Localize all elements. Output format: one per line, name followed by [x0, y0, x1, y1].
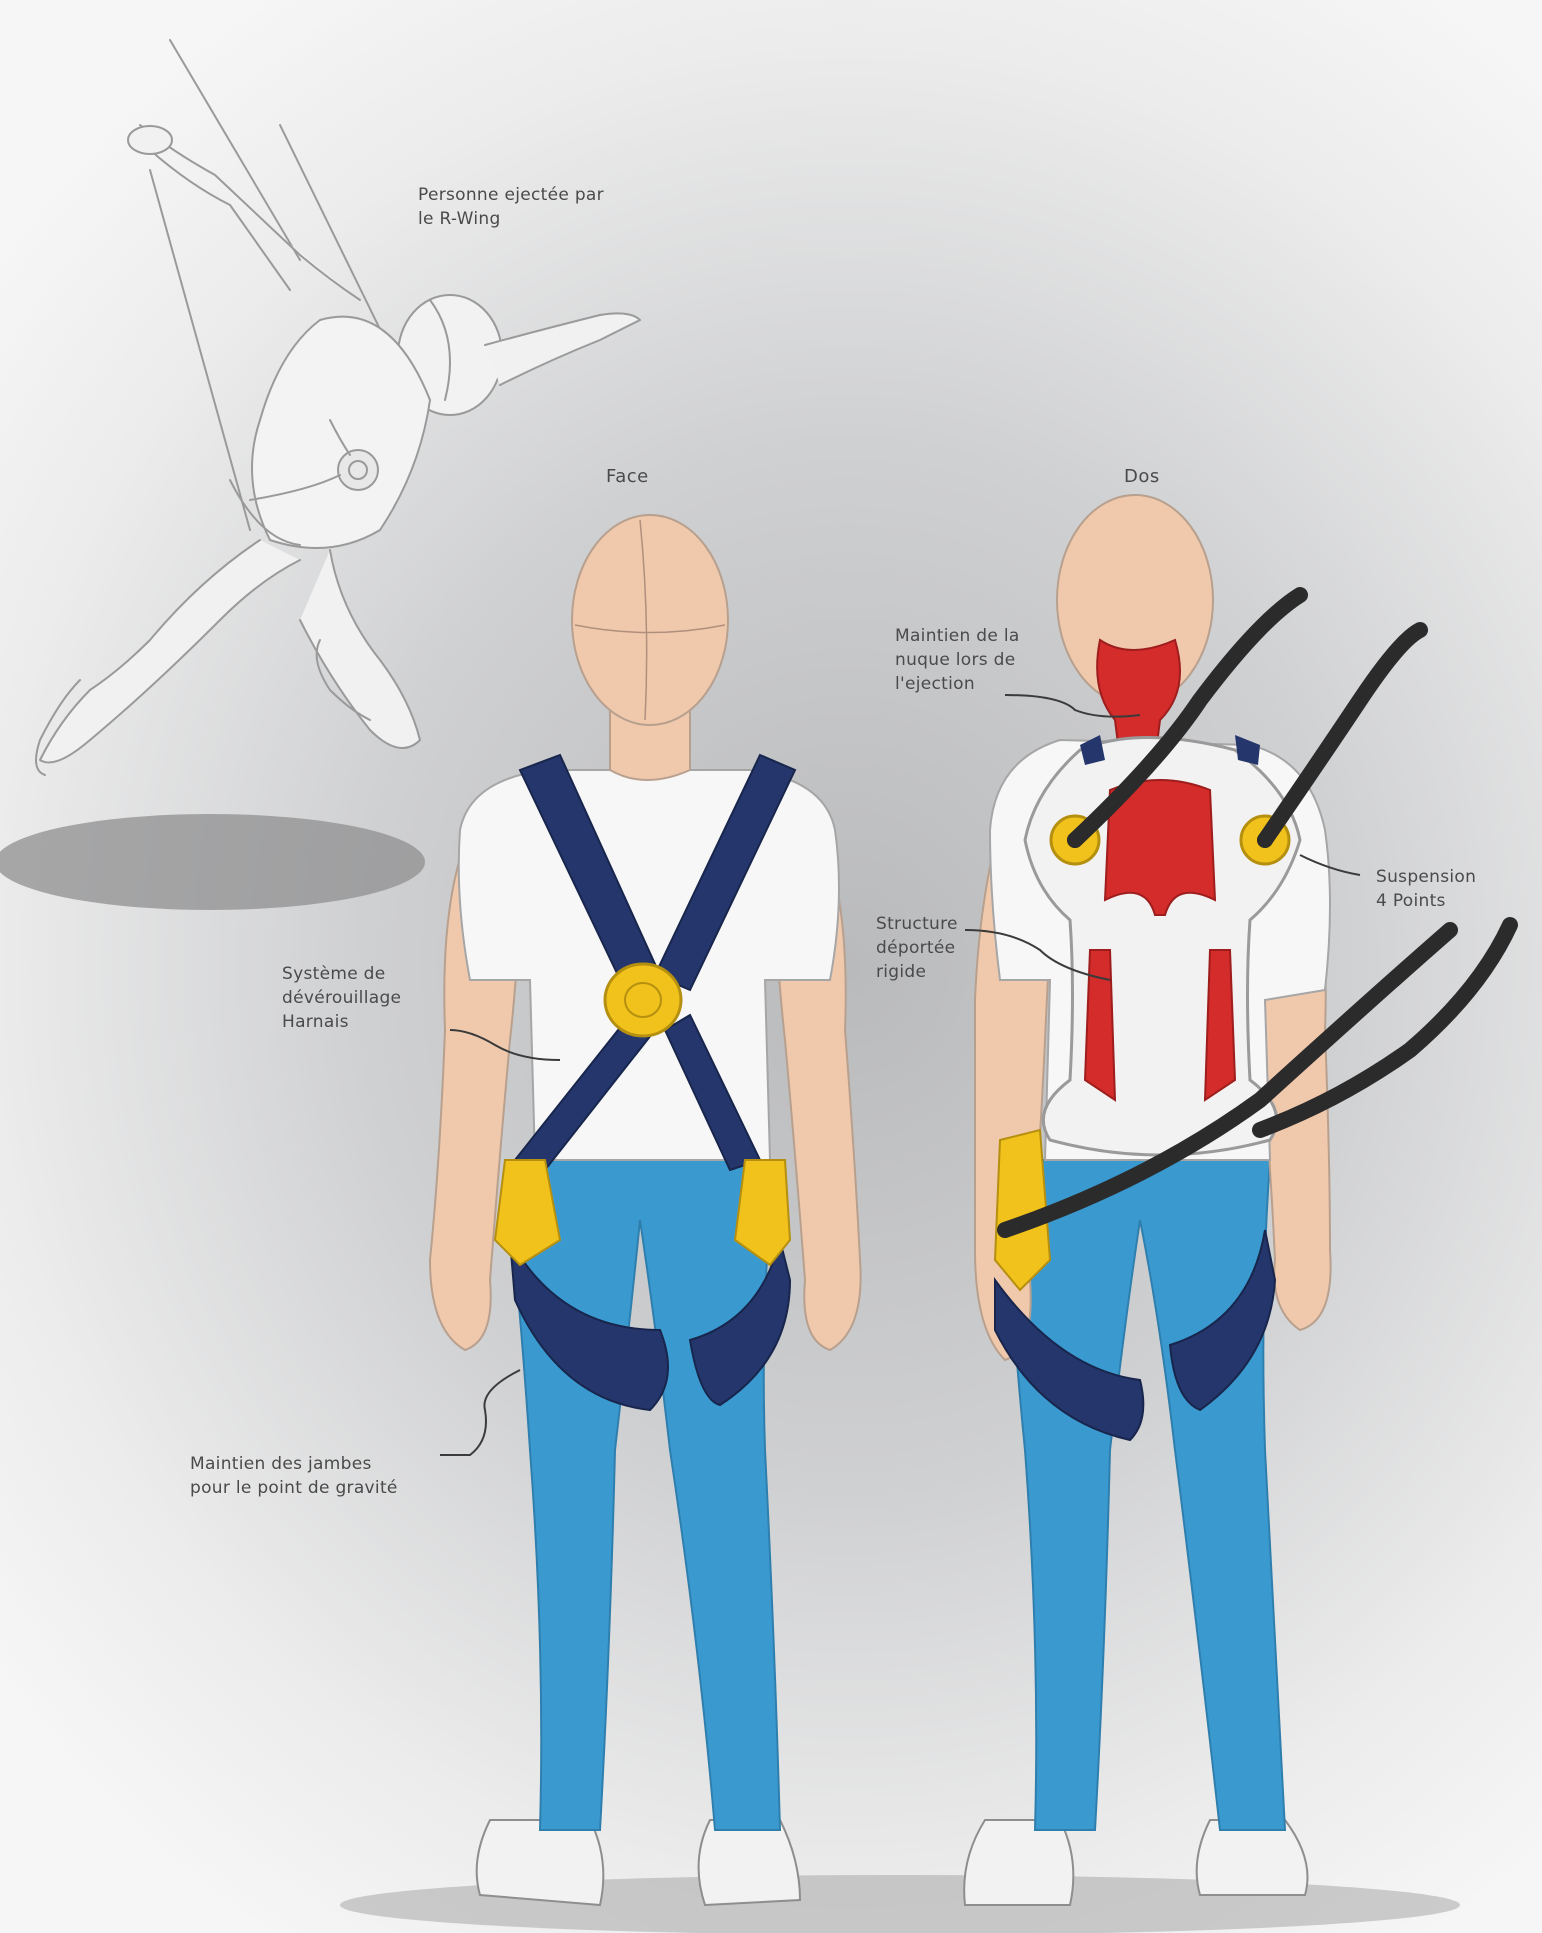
- ejected-person-label: Personne ejectée par le R-Wing: [418, 183, 604, 231]
- remote-structure-label: Structure déportée rigide: [876, 912, 958, 984]
- front-view-title: Face: [606, 466, 649, 487]
- back-figure: [964, 495, 1510, 1905]
- front-chest-buckle: [605, 964, 681, 1036]
- sketch-shadow: [0, 814, 425, 910]
- ejected-person-sketch: [36, 40, 640, 775]
- neck-support-label: Maintien de la nuque lors de l'ejection: [895, 624, 1020, 696]
- back-view-title: Dos: [1124, 466, 1160, 487]
- front-figure: [430, 515, 861, 1905]
- leg-support-label: Maintien des jambes pour le point de gra…: [190, 1452, 398, 1500]
- suspension-label: Suspension 4 Points: [1376, 865, 1476, 913]
- harness-release-label: Système de dévérouillage Harnais: [282, 962, 401, 1034]
